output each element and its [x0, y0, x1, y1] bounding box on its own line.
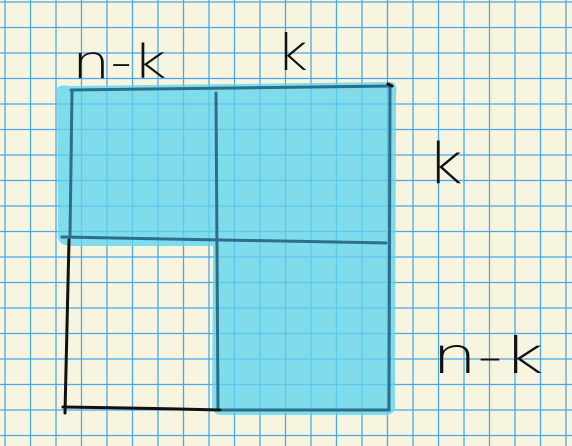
- shaded-l-region: [57, 82, 397, 416]
- shaded-region-edges: [60, 84, 394, 412]
- label-top-right-k: k: [276, 24, 308, 82]
- label-right-lower-n-minus-k: n-k: [432, 327, 544, 385]
- label-right-upper-k: k: [427, 132, 463, 197]
- label-top-left-n-minus-k: n-k: [72, 35, 167, 89]
- square-outline: [61, 82, 394, 415]
